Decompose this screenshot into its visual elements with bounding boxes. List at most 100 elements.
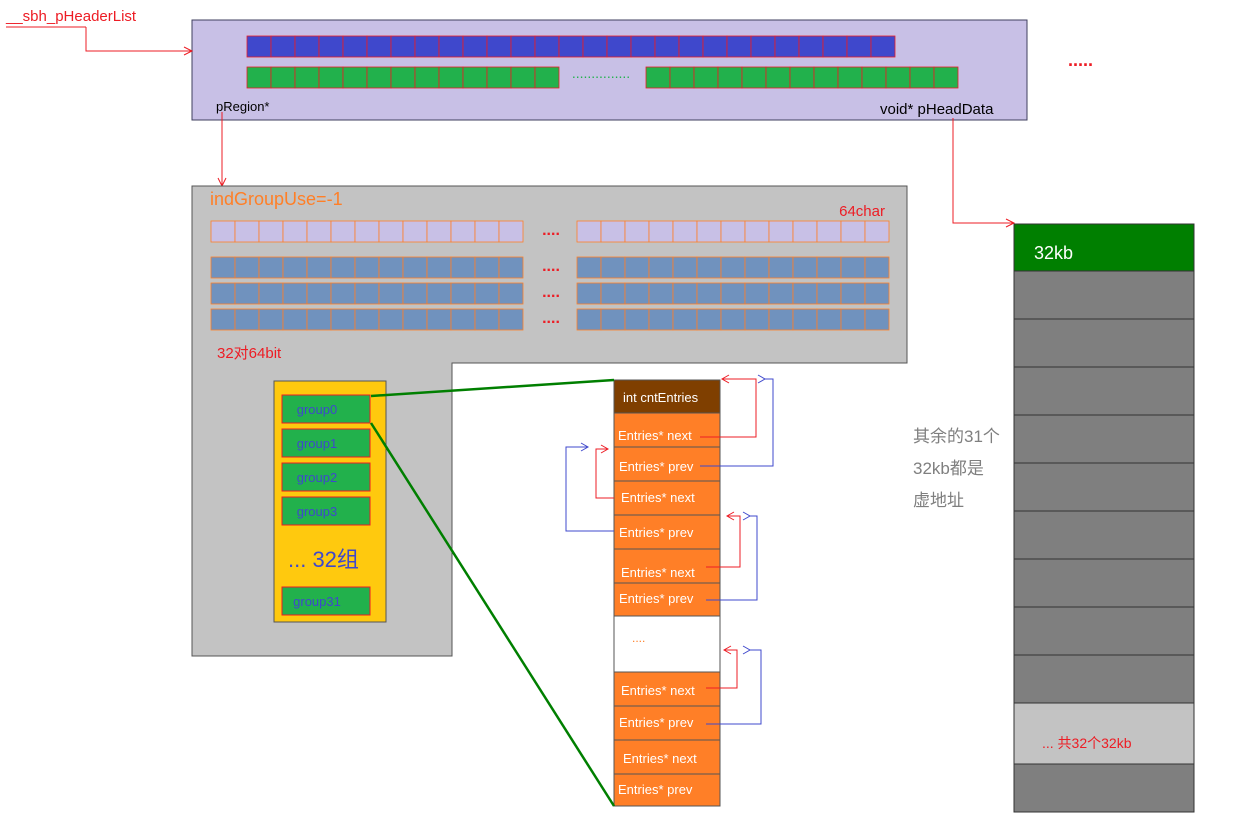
virtual-memory-column xyxy=(1013,223,1195,813)
bitmap-cell xyxy=(864,308,890,331)
vm-total-label: ... 共32个32kb xyxy=(1042,735,1132,751)
header-blue-cell xyxy=(366,35,392,58)
p-head-data-label: void* pHeadData xyxy=(880,101,994,118)
bitmap-cell xyxy=(816,256,842,279)
entry-label: int cntEntries xyxy=(623,390,699,405)
vm-block xyxy=(1013,462,1195,512)
bitmap-cell xyxy=(768,256,794,279)
vm-block-first xyxy=(1013,223,1195,272)
row-ellipsis: .... xyxy=(542,284,560,301)
entries-gap-cell xyxy=(613,615,721,673)
header-green-cell xyxy=(693,66,719,89)
header-green-cell xyxy=(885,66,911,89)
list-pointer-arrowhead xyxy=(742,645,752,655)
bitmap-cell xyxy=(282,282,308,305)
bitmap-cell xyxy=(672,220,698,243)
bitmap-cell xyxy=(258,256,284,279)
bitmap-cell xyxy=(402,308,428,331)
vm-block xyxy=(1013,366,1195,416)
header-green-cell xyxy=(462,66,488,89)
bitmap-cell xyxy=(330,220,356,243)
bitmap-cell xyxy=(354,256,380,279)
bitmap-cell xyxy=(816,308,842,331)
vm-note-line2: 32kb都是 xyxy=(913,459,984,478)
bitmap-cell xyxy=(840,308,866,331)
bitmap-cell xyxy=(210,220,236,243)
bitmap-cell xyxy=(576,308,602,331)
entry-cell xyxy=(613,582,721,617)
group-box xyxy=(281,428,371,458)
group-label: group31 xyxy=(293,594,341,609)
header-green-cell xyxy=(318,66,344,89)
region-bitmap-rows xyxy=(210,220,890,331)
bitmap-cell xyxy=(282,308,308,331)
bitmap-cell xyxy=(600,220,626,243)
entry-label: Entries* next xyxy=(621,683,695,698)
bitmap-cell xyxy=(234,256,260,279)
entry-cell xyxy=(613,671,721,707)
vm-block xyxy=(1013,318,1195,368)
header-blue-cell xyxy=(678,35,704,58)
bitmap-cell xyxy=(768,308,794,331)
header-blue-cell xyxy=(606,35,632,58)
entry-cell xyxy=(613,739,721,775)
bitmap-cell xyxy=(378,282,404,305)
bitmap-cell xyxy=(768,220,794,243)
list-pointer-line xyxy=(706,649,762,725)
header-blue-cell xyxy=(582,35,608,58)
header-green-cell xyxy=(510,66,536,89)
header-blue-cell xyxy=(822,35,848,58)
bitmap-cell xyxy=(474,256,500,279)
header-blue-cell xyxy=(318,35,344,58)
header-blue-cell xyxy=(438,35,464,58)
header-blue-cell xyxy=(630,35,656,58)
bitmap-cell xyxy=(354,308,380,331)
entry-label: Entries* prev xyxy=(619,459,694,474)
bitmap-cell xyxy=(864,220,890,243)
header-blue-cell xyxy=(390,35,416,58)
bitmap-cell xyxy=(450,282,476,305)
header-green-cell xyxy=(813,66,839,89)
entry-label: Entries* prev xyxy=(619,525,694,540)
entry-cell xyxy=(613,446,721,482)
bitmap-cell xyxy=(426,256,452,279)
bitmap-cell xyxy=(282,256,308,279)
list-pointer-line xyxy=(706,515,758,601)
header-green-cell xyxy=(837,66,863,89)
header-green-cell xyxy=(534,66,560,89)
bitmap-cell xyxy=(474,282,500,305)
header-blue-cell xyxy=(726,35,752,58)
header-green-cell xyxy=(270,66,296,89)
header-dots: ............... xyxy=(572,65,630,81)
header-blue-cell xyxy=(846,35,872,58)
bitmap-cell xyxy=(792,256,818,279)
header-blue-cell xyxy=(414,35,440,58)
list-pointer-arrowhead xyxy=(600,444,610,454)
bitmap-cell xyxy=(768,282,794,305)
p-head-data-pointer-line xyxy=(952,118,1014,224)
header-green-cell xyxy=(414,66,440,89)
bitmap-cell xyxy=(330,308,356,331)
bitmap-cell xyxy=(720,256,746,279)
header-blue-cell xyxy=(246,35,272,58)
bitmap-cell xyxy=(210,256,236,279)
bitmap-cell xyxy=(498,282,524,305)
entry-label: Entries* next xyxy=(621,565,695,580)
bitmap-cell xyxy=(672,256,698,279)
entry-label: Entries* prev xyxy=(619,591,694,606)
bitmap-cell xyxy=(744,282,770,305)
group0-connector-top xyxy=(370,378,615,398)
bitmap-cell xyxy=(840,220,866,243)
header-green-cell xyxy=(390,66,416,89)
bitmap-cell xyxy=(816,282,842,305)
list-pointer-arrowhead xyxy=(725,511,735,521)
bitmap-cell xyxy=(402,220,428,243)
bitmap-cell xyxy=(234,282,260,305)
vm-block xyxy=(1013,270,1195,320)
list-pointer-line xyxy=(706,515,741,568)
vm-block-summary xyxy=(1013,702,1195,765)
p-region-label: pRegion* xyxy=(216,99,270,114)
bitmap-cell xyxy=(498,220,524,243)
bitmap-cell xyxy=(282,220,308,243)
